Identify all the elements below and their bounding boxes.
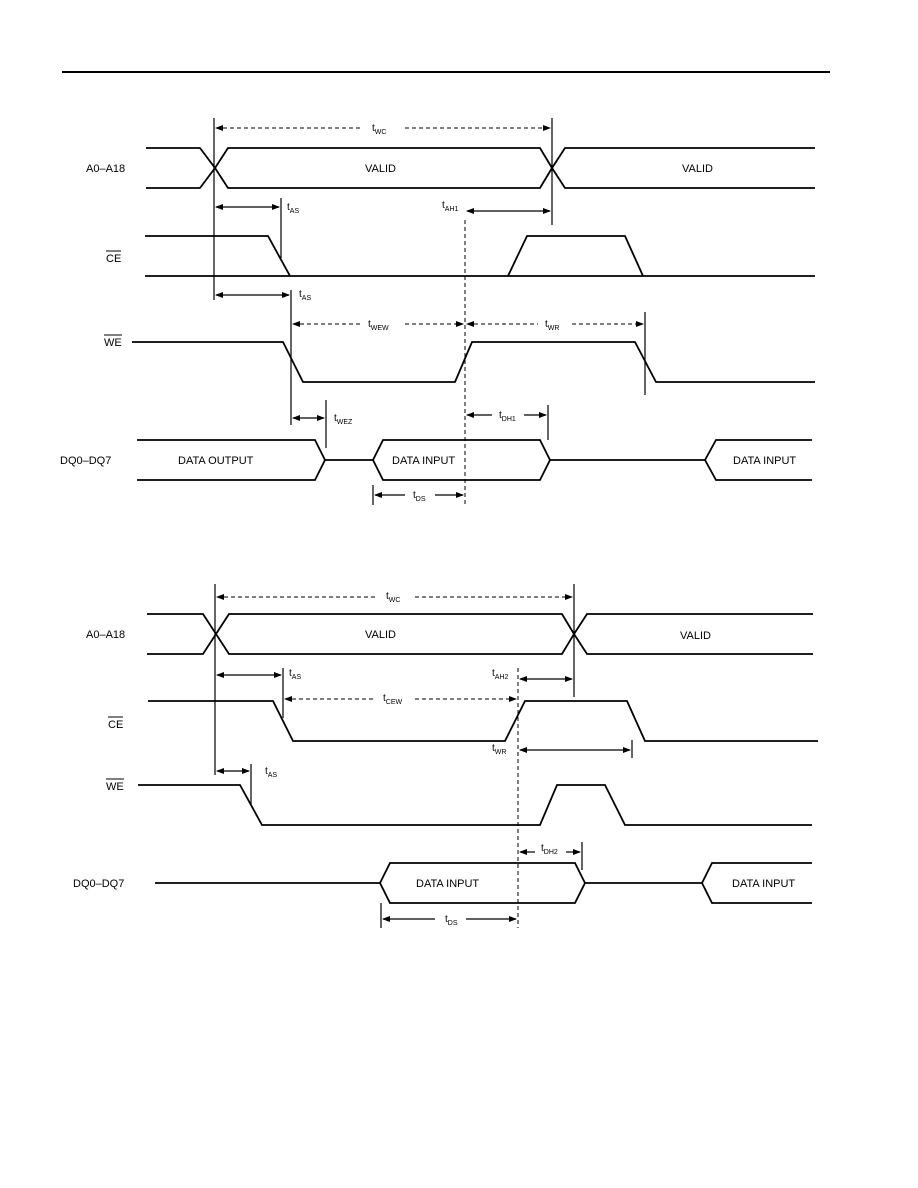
tds-label: tDS [413,490,426,503]
tdh2-label: tDH2 [541,843,558,856]
ce-waveform [148,700,818,742]
addr-valid-label-2: VALID [680,630,711,642]
ce-signal-label: CE [106,253,121,265]
write-cycle-diagram-we-controlled: A0–A18 CE WE DQ0–DQ7 VALID VALID DATA OU… [60,118,815,505]
addr-signal-label: A0–A18 [86,163,125,175]
addr-signal-label: A0–A18 [86,629,125,641]
dq-data-input-label-2: DATA INPUT [732,878,795,890]
ce-signal-label: CE [108,719,123,731]
ce-waveform [145,235,815,277]
dq-signal-label: DQ0–DQ7 [73,878,124,890]
tdh1-label: tDH1 [499,410,516,423]
dq-data-input-label: DATA INPUT [392,455,455,467]
tds-label: tDS [445,914,458,927]
dq-signal-label: DQ0–DQ7 [60,455,111,467]
twr-label: tWR [492,743,506,756]
we-waveform [132,341,815,383]
twr-label: tWR [545,319,559,332]
twew-label: tWEW [368,319,389,332]
tas2-label: tAS [299,289,311,302]
we-signal-label: WE [106,781,124,793]
tah1-label: tAH1 [442,200,459,213]
addr-waveform [146,147,815,189]
tas1-label: tAS [289,668,301,681]
tas2-label: tAS [265,766,277,779]
tcew-label: tCEW [383,693,403,706]
tas1-label: tAS [287,202,299,215]
we-signal-label: WE [104,337,122,349]
dq-waveform [137,439,812,481]
write-cycle-diagram-ce-controlled: A0–A18 CE WE DQ0–DQ7 VALID VALID DATA IN… [73,584,818,928]
addr-valid-label-2: VALID [682,163,713,175]
twc-label: tWC [386,591,400,604]
dq-data-input-label: DATA INPUT [416,878,479,890]
twc-label: tWC [372,123,386,136]
dq-data-output-label: DATA OUTPUT [178,455,254,467]
dq-waveform [155,862,812,904]
addr-waveform [147,613,813,655]
addr-valid-label: VALID [365,629,396,641]
dq-data-input-label-2: DATA INPUT [733,455,796,467]
tah2-label: tAH2 [492,668,509,681]
we-waveform [138,784,812,826]
addr-valid-label: VALID [365,163,396,175]
twez-label: tWEZ [334,413,353,426]
